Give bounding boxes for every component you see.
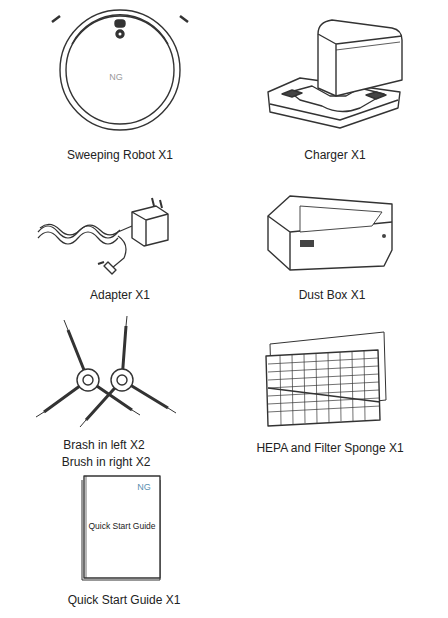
booklet-drawing [82, 476, 160, 580]
booklet-title: Quick Start Guide [88, 521, 155, 531]
logo-text: NG [109, 72, 123, 83]
side-brushes-drawing [36, 316, 176, 427]
part-name: Sweeping Robot X1 [67, 148, 173, 162]
part-name: Brush in right X2 [62, 455, 151, 469]
logo-text: NG [137, 482, 151, 493]
robot-drawing [52, 10, 188, 130]
part-name: Quick Start Guide X1 [68, 593, 181, 607]
part-name: Adapter X1 [90, 288, 150, 302]
charger-drawing [268, 20, 402, 128]
part-name: HEPA and Filter Sponge X1 [256, 441, 403, 455]
part-name: Dust Box X1 [299, 288, 366, 302]
part-name: Charger X1 [304, 148, 365, 162]
adapter-drawing [38, 198, 168, 274]
dust-box-drawing [268, 196, 392, 270]
part-name: Brash in left X2 [63, 438, 144, 452]
hepa-filter-drawing [266, 332, 386, 426]
